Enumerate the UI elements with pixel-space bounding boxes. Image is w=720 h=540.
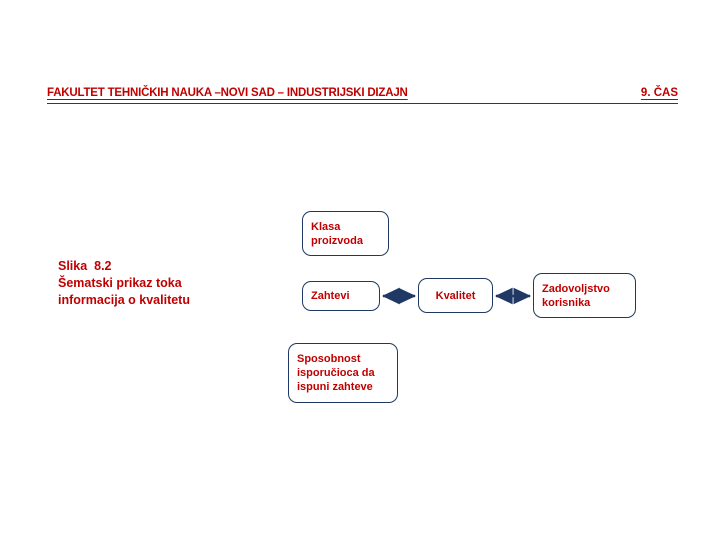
slide-header: FAKULTET TEHNIČKIH NAUKA –NOVI SAD – IND… — [0, 40, 720, 104]
diagram-node-klasa-proizvoda[interactable]: Klasa proizvoda — [302, 211, 389, 256]
figure-caption-line-2: Šematski prikaz toka — [58, 276, 182, 290]
diagram-node-zahtevi-label: Zahtevi — [311, 290, 350, 302]
figure-caption-line-3: informacija o kvalitetu — [58, 293, 190, 307]
header-title: FAKULTET TEHNIČKIH NAUKA –NOVI SAD – IND… — [47, 87, 408, 99]
diagram-node-zadovoljstvo-korisnika-label: Zadovoljstvo korisnika — [542, 282, 610, 309]
figure-caption-line-1: Slika 8.2 — [58, 259, 112, 273]
diagram-node-zadovoljstvo-korisnika[interactable]: Zadovoljstvo korisnika — [533, 273, 636, 318]
diagram-node-klasa-proizvoda-label: Klasa proizvoda — [311, 220, 363, 247]
diagram-node-kvalitet[interactable]: Kvalitet — [418, 278, 493, 313]
header-lesson-number: 9. ČAS — [640, 87, 678, 99]
diagram-node-zahtevi[interactable]: Zahtevi — [302, 281, 380, 311]
figure-caption: Slika 8.2 Šematski prikaz toka informaci… — [58, 258, 258, 309]
diagram-node-kvalitet-label: Kvalitet — [435, 289, 476, 302]
diagram-node-sposobnost-isporucioca[interactable]: Sposobnost isporučioca da ispuni zahteve — [288, 343, 398, 403]
header-divider — [47, 103, 678, 104]
diagram-node-sposobnost-isporucioca-label: Sposobnost isporučioca da ispuni zahteve — [297, 353, 375, 393]
